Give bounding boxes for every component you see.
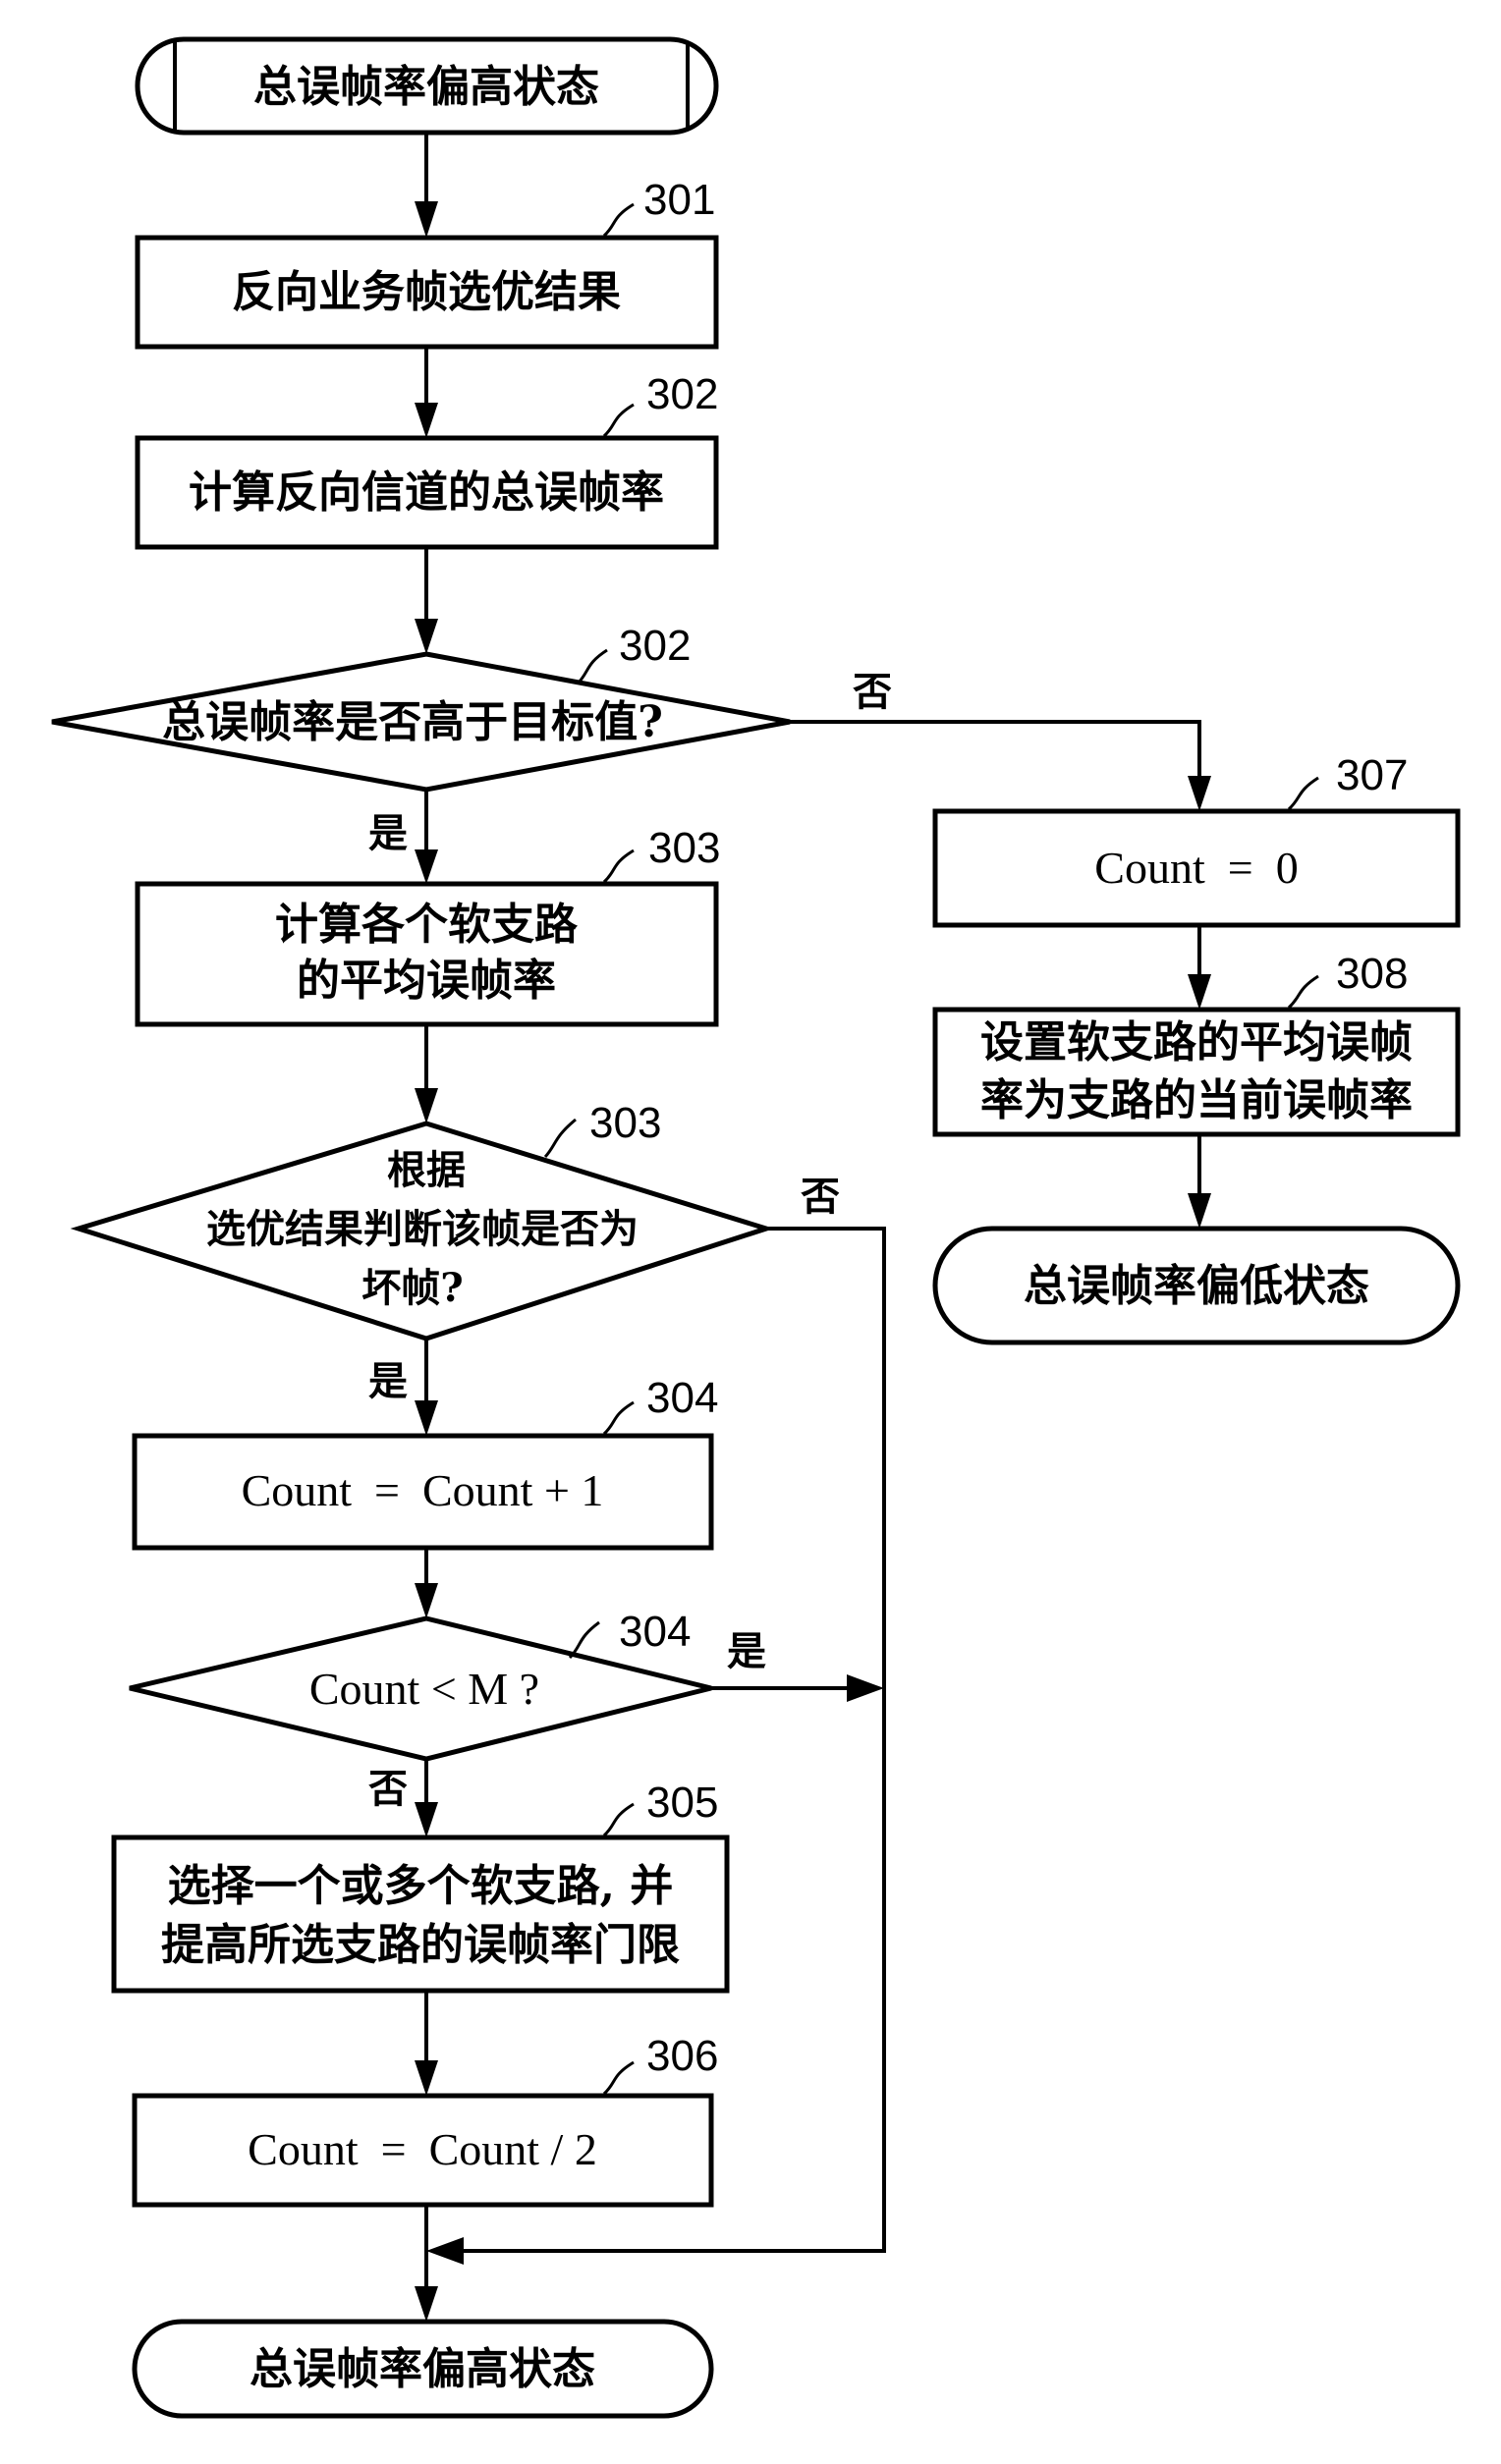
ref-303: 303 (648, 824, 720, 872)
end-low-terminal-shape (932, 1226, 1461, 1345)
arrowhead (1188, 1193, 1211, 1229)
process-308-line-2: 率为支路的当前误帧率 (980, 1075, 1413, 1125)
process-306-label: Count = Count / 2 (248, 2124, 597, 2174)
ref-leader-307 (1287, 776, 1319, 811)
arrowhead (1188, 776, 1211, 811)
arrowhead (415, 1802, 438, 1837)
process-305-line-1: 选择一个或多个软支路, 并 (168, 1861, 674, 1911)
ref-leader-302 (602, 403, 635, 438)
ref-leader-301 (602, 202, 635, 238)
arrowhead (415, 1583, 438, 1618)
edge-label-304-yes: 是 (727, 1628, 766, 1674)
decision-302: 总误帧率是否高于目标值? 302 (51, 622, 791, 793)
start-terminal-label: 总误帧率偏高状态 (253, 62, 599, 112)
arrowhead (415, 1400, 438, 1436)
process-304-label: Count = Count + 1 (242, 1465, 604, 1515)
end-high-terminal-label: 总误帧率偏高状态 (250, 2344, 595, 2394)
process-301-label: 反向业务帧选优结果 (232, 267, 621, 317)
arrowhead (426, 2237, 464, 2265)
ref-leader-305 (602, 1802, 635, 1837)
decision-302-label: 总误帧率是否高于目标值? (162, 697, 663, 747)
arrowhead (1188, 974, 1211, 1010)
ref-leader-304 (602, 1400, 635, 1436)
ref-301: 301 (643, 176, 715, 224)
process-305-line-2: 提高所选支路的误帧率门限 (161, 1920, 680, 1970)
ref-304b: 304 (619, 1608, 691, 1656)
ref-302: 302 (646, 370, 718, 418)
ref-leader-302b (576, 648, 608, 685)
ref-306: 306 (646, 2032, 718, 2080)
ref-leader-304b (568, 1620, 600, 1660)
arrowhead (415, 619, 438, 654)
start-terminal: 总误帧率偏高状态 (135, 36, 719, 136)
decision-303-line-3: 坏帧? (361, 1265, 463, 1311)
edge-303-no (462, 1227, 886, 2253)
ref-302b: 302 (619, 622, 691, 670)
process-302: 计算反向信道的总误帧率 302 (135, 370, 719, 550)
edge-label-302-yes: 是 (368, 810, 408, 856)
process-303-line-1: 计算各个软支路 (275, 900, 579, 950)
process-305-box (111, 1834, 730, 1994)
edge-label-302-no: 否 (853, 669, 892, 715)
arrowhead (415, 2060, 438, 2096)
arrowhead (415, 201, 438, 238)
ref-303b: 303 (589, 1099, 661, 1147)
process-302-box (135, 435, 719, 550)
process-307-label: Count = 0 (1094, 843, 1298, 893)
ref-leader-303b (543, 1118, 577, 1159)
arrowhead (415, 2286, 438, 2322)
process-306-box (132, 2093, 714, 2208)
end-low-terminal: 总误帧率偏低状态 (932, 1226, 1461, 1345)
process-308: 设置软支路的平均误帧 率为支路的当前误帧率 308 (932, 950, 1461, 1137)
ref-307: 307 (1336, 751, 1408, 799)
arrowhead (415, 1088, 438, 1123)
end-low-terminal-label: 总误帧率偏低状态 (1024, 1261, 1369, 1311)
process-304: Count = Count + 1 304 (132, 1374, 718, 1551)
decision-303-line-2: 选优结果判断该帧是否为 (206, 1206, 639, 1252)
decision-304: Count < M ? 304 (129, 1608, 712, 1762)
edge-label-304-no: 否 (368, 1766, 408, 1812)
process-307-box (932, 808, 1461, 928)
process-308-box (932, 1007, 1461, 1137)
ref-leader-306 (602, 2060, 635, 2096)
process-304-box (132, 1433, 714, 1551)
ref-308: 308 (1336, 950, 1408, 998)
end-high-terminal: 总误帧率偏高状态 (132, 2319, 714, 2419)
process-308-line-1: 设置软支路的平均误帧 (980, 1017, 1413, 1068)
edge-302-no (790, 720, 1201, 786)
ref-leader-303 (602, 849, 635, 884)
process-303-line-2: 的平均误帧率 (297, 956, 556, 1006)
end-high-terminal-shape (132, 2319, 714, 2419)
decision-304-label: Count < M ? (309, 1664, 539, 1714)
arrowhead (415, 403, 438, 438)
process-307: Count = 0 307 (932, 751, 1461, 928)
ref-leader-308 (1287, 974, 1319, 1010)
decision-303: 根据 选优结果判断该帧是否为 坏帧? 303 (70, 1099, 775, 1342)
edge-label-303-yes: 是 (368, 1358, 408, 1404)
decision-303-line-1: 根据 (387, 1147, 466, 1193)
process-302-label: 计算反向信道的总误帧率 (189, 467, 664, 518)
process-306: Count = Count / 2 306 (132, 2032, 718, 2208)
edge-label-303-no: 否 (801, 1174, 840, 1220)
arrowhead (847, 1674, 884, 1702)
ref-305: 305 (646, 1779, 718, 1827)
ref-304: 304 (646, 1374, 718, 1422)
arrowhead (415, 849, 438, 884)
process-305: 选择一个或多个软支路, 并 提高所选支路的误帧率门限 305 (111, 1779, 730, 1994)
